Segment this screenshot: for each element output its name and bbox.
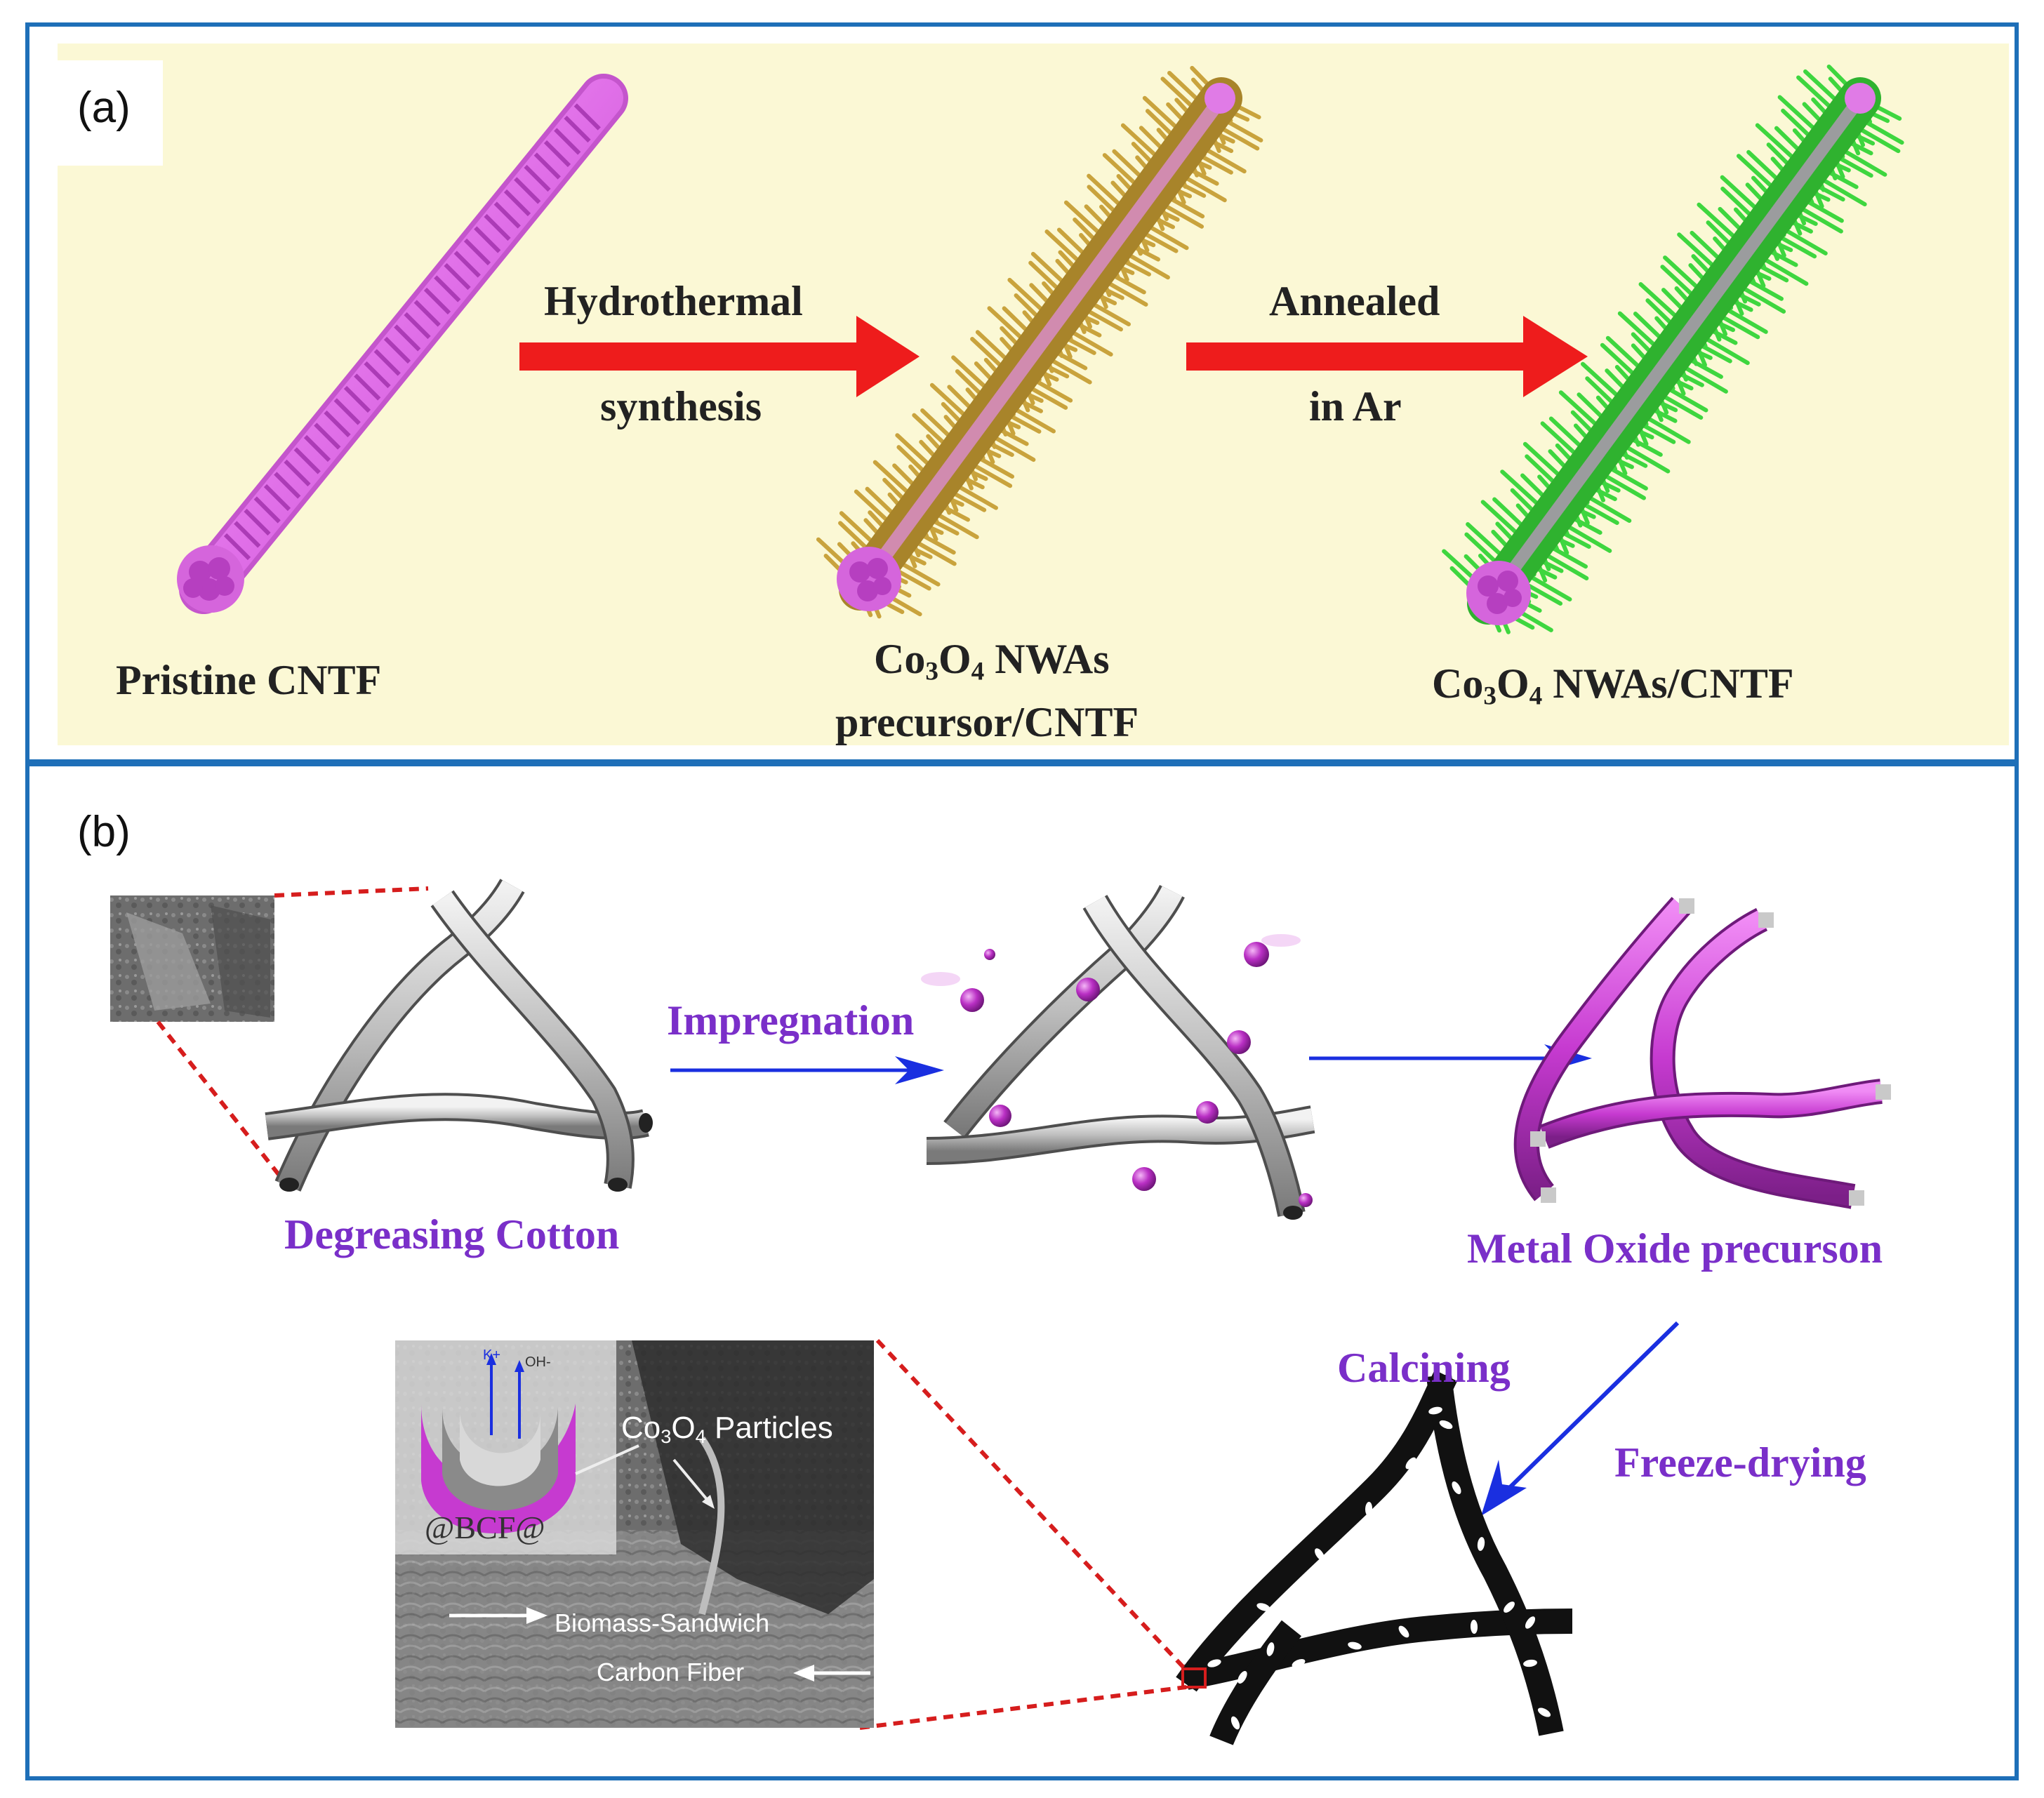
panel-a-tag-box [58,60,163,166]
label-precursor-line2: precursor/CNTF [835,699,1139,745]
zoom-line-3 [875,1338,1188,1672]
label-freeze-drying: Freeze-drying [1614,1439,1866,1486]
precursor-particles [921,934,1313,1207]
carbon-fiber-pores [1207,1406,1551,1730]
blue-arrow-impregnation [670,1056,944,1084]
label-impregnation: Impregnation [667,997,915,1044]
label-calcining: Calcining [1337,1345,1511,1391]
inset-bcf-label: @BCF@ [425,1510,545,1545]
label-degreasing-cotton: Degreasing Cotton [284,1211,620,1258]
precursor-cntf-illustration [816,65,1263,619]
label-precursor-line1: Co3O4 NWAs [874,636,1110,686]
cotton-fibers [265,879,653,1192]
arrow1-label-top: Hydrothermal [544,278,803,324]
label-final: Co3O4 NWAs/CNTF [1432,660,1794,711]
inset-particles-label: Co3O4 Particles [621,1411,833,1447]
metal-oxide-precursor-fibers [1513,896,1891,1209]
panel-b-frame [25,759,2019,1780]
label-metal-oxide-precursor: Metal Oxide precurson [1467,1225,1883,1272]
label-pristine-cntf: Pristine CNTF [116,657,382,703]
panel-a-tag: (a) [77,84,131,132]
arrow2-label-bottom: in Ar [1309,383,1402,429]
carbonized-fibers [1176,1369,1573,1745]
zoom-line-2 [156,1020,290,1187]
inset-biomass-label: Biomass-Sandwich [555,1609,770,1637]
fiber-zoom-box [1181,1667,1207,1689]
zoom-line-1 [274,886,429,898]
pristine-cntf-illustration [177,74,628,614]
red-arrow-annealed [1186,316,1588,397]
inset-oh-ion: OH- [525,1354,551,1370]
impregnated-fibers [926,884,1315,1220]
inset-carbon-fiber-label: Carbon Fiber [597,1658,745,1686]
blue-arrow-calcining [1481,1321,1680,1516]
red-arrow-hydrothermal [519,316,920,397]
sem-inset-bcf [395,1340,874,1728]
sem-thumbnail-cotton [110,895,274,1022]
panel-b-tag: (b) [77,808,131,856]
inset-k-ion: K+ [483,1347,501,1363]
arrow2-label-top: Annealed [1269,278,1440,324]
arrow1-label-bottom: synthesis [600,383,762,429]
final-cntf-illustration [1442,64,1904,634]
panel-a-frame [25,22,2019,766]
zoom-line-4 [859,1685,1187,1730]
